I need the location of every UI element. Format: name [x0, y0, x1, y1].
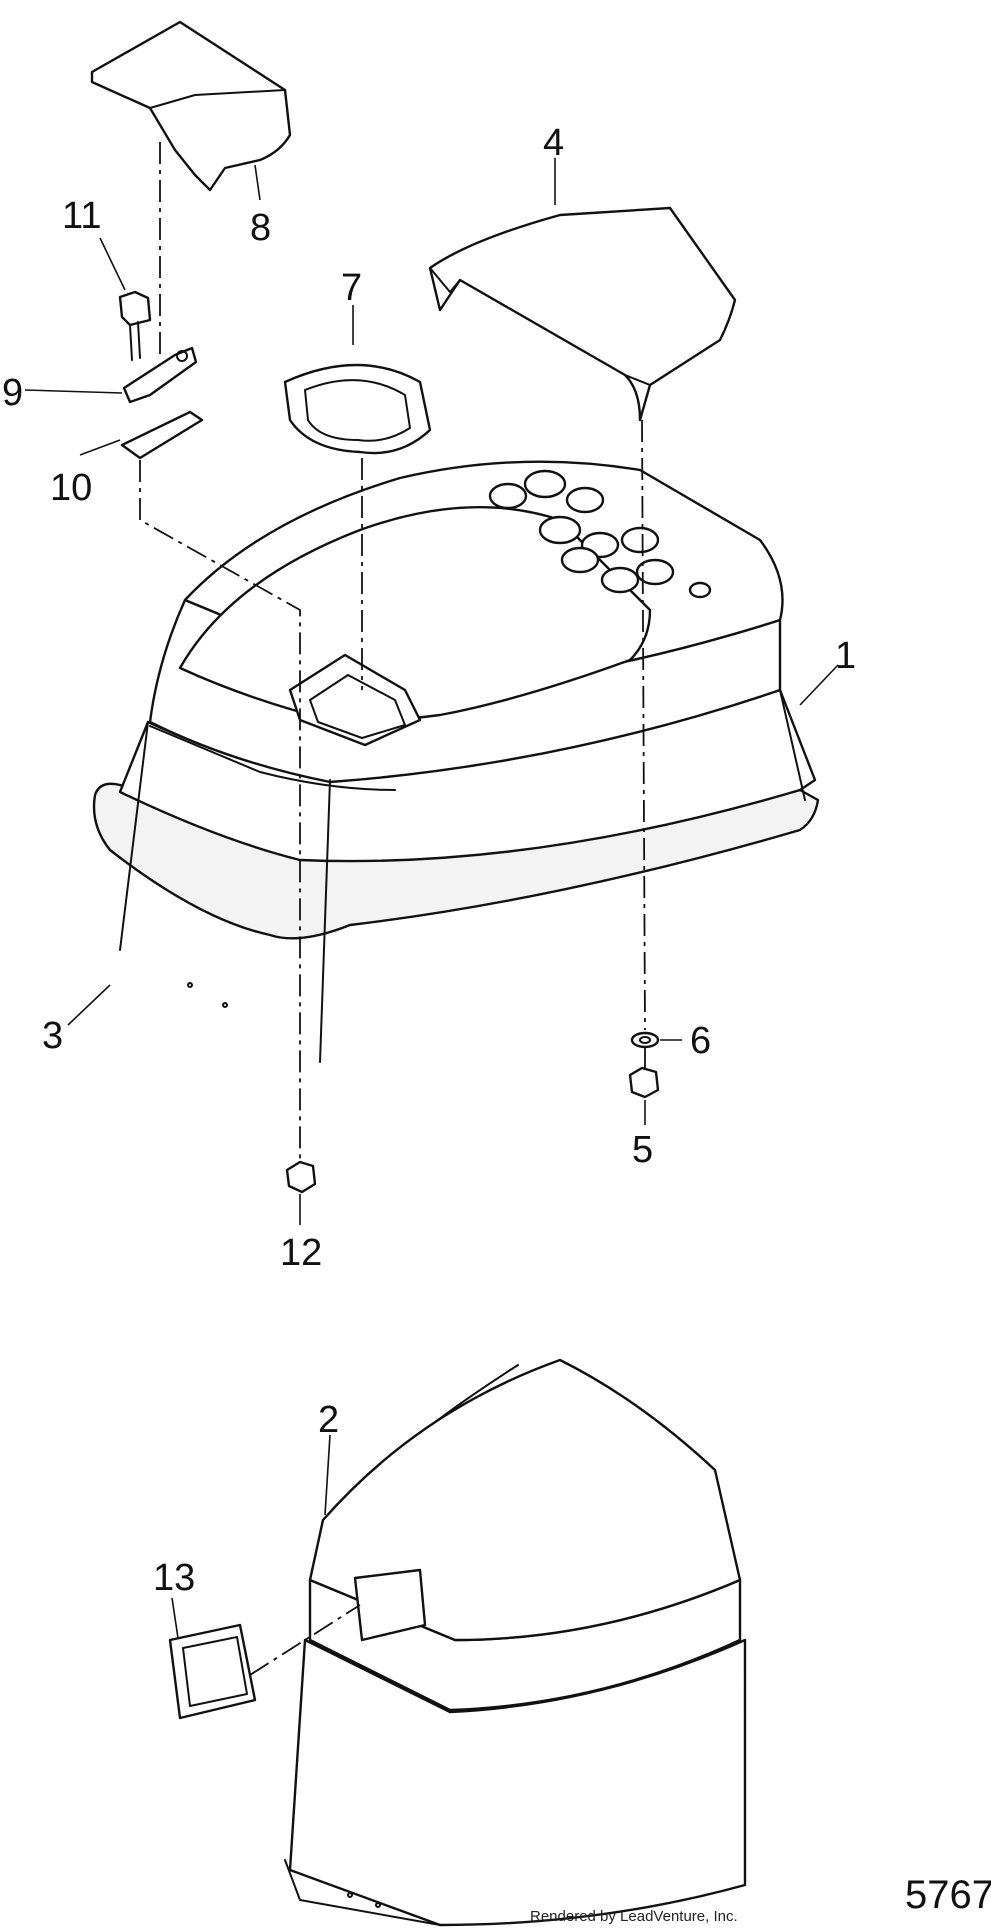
- assembly-line-latch: [139, 460, 301, 1160]
- fitting-cluster: [488, 469, 712, 599]
- callout-13: 13: [153, 1557, 195, 1599]
- callout-7: 7: [341, 267, 362, 309]
- cowl-ridge-line: [149, 725, 396, 791]
- diagram-id: 5767: [905, 1873, 991, 1917]
- callout-1: 1: [835, 635, 856, 677]
- leader-9: [24, 389, 123, 394]
- rear-cover-part: [428, 206, 737, 422]
- callout-11: 11: [62, 195, 101, 237]
- nut-part-5: [628, 1066, 660, 1099]
- callout-6: 6: [690, 1020, 711, 1062]
- leader-10: [79, 439, 121, 456]
- callout-9: 9: [2, 372, 23, 414]
- leader-1: [799, 664, 839, 706]
- callout-5: 5: [632, 1129, 653, 1171]
- port-seal-part: [168, 1623, 257, 1720]
- leader-11: [99, 237, 126, 291]
- callout-2: 2: [318, 1399, 339, 1441]
- cowl-front-crease: [119, 721, 149, 951]
- callout-8: 8: [250, 207, 271, 249]
- cowl-rear-crease: [779, 689, 806, 801]
- latch-plate-part: [120, 410, 204, 460]
- top-cowl-part: [92, 460, 820, 1063]
- leader-3: [67, 984, 111, 1026]
- leader-2: [324, 1434, 331, 1516]
- leader-8: [254, 164, 261, 201]
- assembly-line-4: [641, 419, 646, 1031]
- leader-13: [171, 1597, 179, 1639]
- washer-part: [630, 1031, 660, 1049]
- lower-cowl-part: [284, 1358, 747, 1927]
- callout-12: 12: [280, 1232, 322, 1274]
- latch-part: [122, 346, 198, 404]
- assembly-line-13: [249, 1604, 361, 1676]
- callout-3: 3: [42, 1015, 63, 1057]
- bracket-plate-part: [90, 20, 292, 192]
- callout-4: 4: [543, 122, 564, 164]
- bracket-plate-fold: [149, 89, 286, 109]
- cowl-intake-inner: [309, 674, 406, 739]
- render-credit: Rendered by LeadVenture, Inc.: [530, 1908, 738, 1925]
- screw-part: [118, 290, 152, 361]
- rear-cover-edge: [429, 267, 651, 386]
- callout-10: 10: [50, 467, 92, 509]
- lower-cowl-port: [353, 1568, 427, 1642]
- nut-part-12: [285, 1160, 317, 1194]
- grommet-part: [283, 363, 432, 455]
- cowl-side-crease: [319, 779, 331, 1063]
